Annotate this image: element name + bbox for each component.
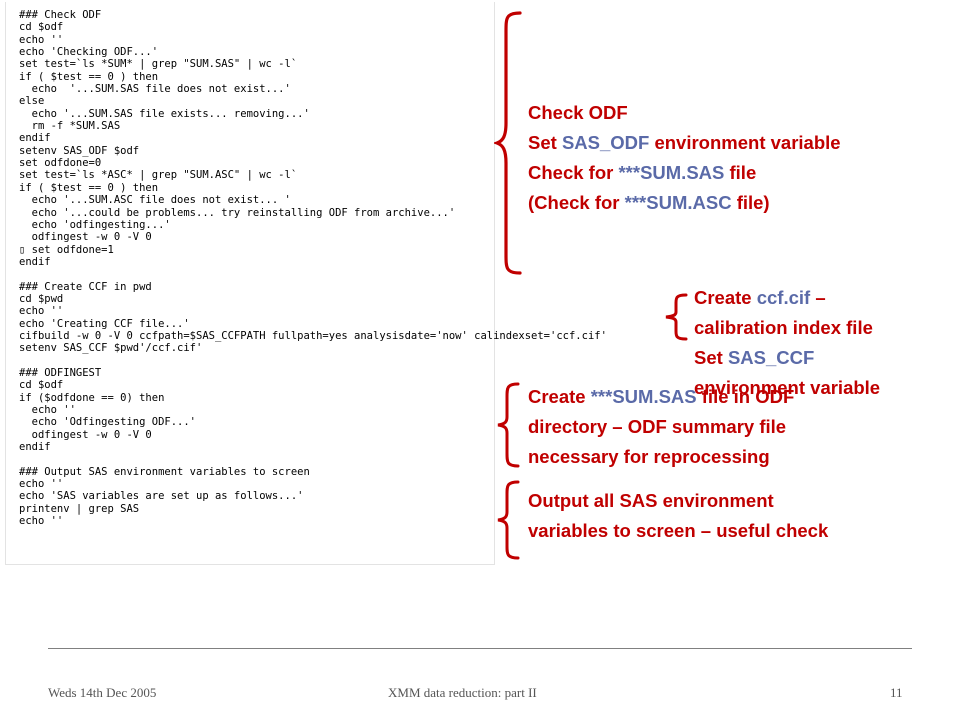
annotation-line: Check for ***SUM.SAS file [528,162,757,183]
brace-ccf [665,293,688,341]
annotation-line: (Check for ***SUM.ASC file) [528,192,770,213]
annotation-line: directory – ODF summary file [528,416,787,437]
footer-date: Weds 14th Dec 2005 [48,685,157,700]
brace-check-odf [494,11,522,275]
footer-divider [48,648,912,649]
annotation-line: environment variable [694,377,881,398]
script-code: ### Check ODF cd $odf echo '' echo 'Chec… [19,9,607,528]
annotation-line: Create ***SUM.SAS file in ODF [528,386,795,407]
annotation-line: Output all SAS environment [528,490,774,511]
annotation-line: variables to screen – useful check [528,520,829,541]
code-panel: ### Check ODF cd $odf echo '' echo 'Chec… [5,2,607,565]
annotation-ccf: Create ccf.cif – calibration index file … [694,283,880,403]
annotation-line: Set SAS_CCF [694,347,815,368]
annotation-sum-sas: Create ***SUM.SAS file in ODF directory … [528,382,794,472]
annotation-line: calibration index file [694,317,873,338]
brace-sum-sas [497,382,520,468]
footer-title: XMM data reduction: part II [388,685,537,700]
brace-output [497,480,520,560]
annotation-check-odf: Check ODF Set SAS_ODF environment variab… [528,98,841,218]
annotation-line: necessary for reprocessing [528,446,770,467]
annotation-output: Output all SAS environment variables to … [528,486,828,546]
annotation-line: Check ODF [528,102,628,123]
footer-page-number: 11 [890,685,903,700]
annotation-line: Set SAS_ODF environment variable [528,132,841,153]
annotation-line: Create ccf.cif – [694,287,826,308]
